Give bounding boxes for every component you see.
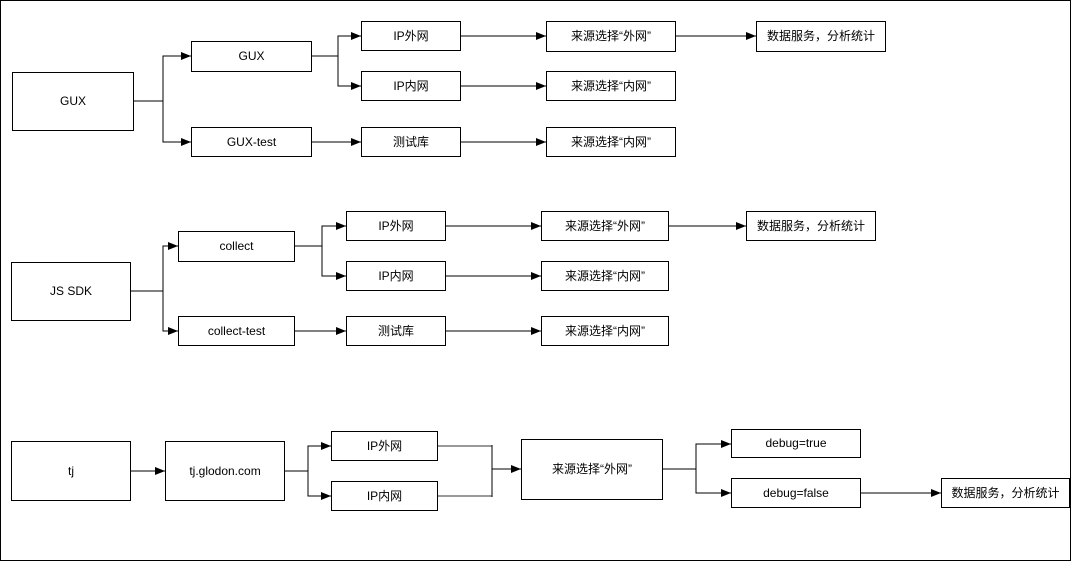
node-tj-source: tj [11, 441, 131, 501]
node-js-sdk-env-test: collect-test [178, 316, 295, 346]
node-js-sdk-select-internal-2: 来源选择“内网” [541, 316, 669, 346]
node-gux-data-service: 数据服务，分析统计 [756, 21, 886, 52]
node-js-sdk-env-prod: collect [178, 231, 295, 262]
node-gux-env-prod: GUX [191, 41, 312, 72]
node-gux-select-internal-2: 来源选择“内网” [546, 127, 676, 157]
node-tj-ip-internal: IP内网 [331, 481, 438, 511]
node-tj-debug-true: debug=true [731, 429, 861, 458]
node-gux-ip-external: IP外网 [361, 21, 461, 51]
node-tj-domain: tj.glodon.com [165, 441, 285, 501]
node-js-sdk-select-internal: 来源选择“内网” [541, 261, 669, 291]
node-gux-select-internal: 来源选择“内网” [546, 71, 676, 101]
node-gux-ip-internal: IP内网 [361, 71, 461, 101]
node-tj-debug-false: debug=false [731, 478, 861, 508]
node-js-sdk-source: JS SDK [11, 262, 131, 321]
node-js-sdk-data-service: 数据服务，分析统计 [746, 211, 876, 241]
connectors-gux-flow [134, 32, 756, 146]
node-gux-select-external: 来源选择“外网” [546, 21, 676, 52]
node-js-sdk-test-db: 测试库 [346, 316, 446, 346]
node-tj-data-service: 数据服务，分析统计 [941, 478, 1070, 508]
connectors-tj-flow [131, 440, 941, 500]
node-js-sdk-select-external: 来源选择“外网” [541, 211, 669, 241]
connectors-js-sdk-flow [131, 222, 746, 335]
node-gux-test-db: 测试库 [361, 127, 461, 157]
node-tj-ip-external: IP外网 [331, 431, 438, 461]
node-gux-source: GUX [12, 72, 134, 131]
node-gux-env-test: GUX-test [191, 127, 312, 157]
node-tj-select-external: 来源选择“外网” [521, 439, 663, 500]
node-js-sdk-ip-internal: IP内网 [346, 261, 446, 291]
node-js-sdk-ip-external: IP外网 [346, 211, 446, 241]
